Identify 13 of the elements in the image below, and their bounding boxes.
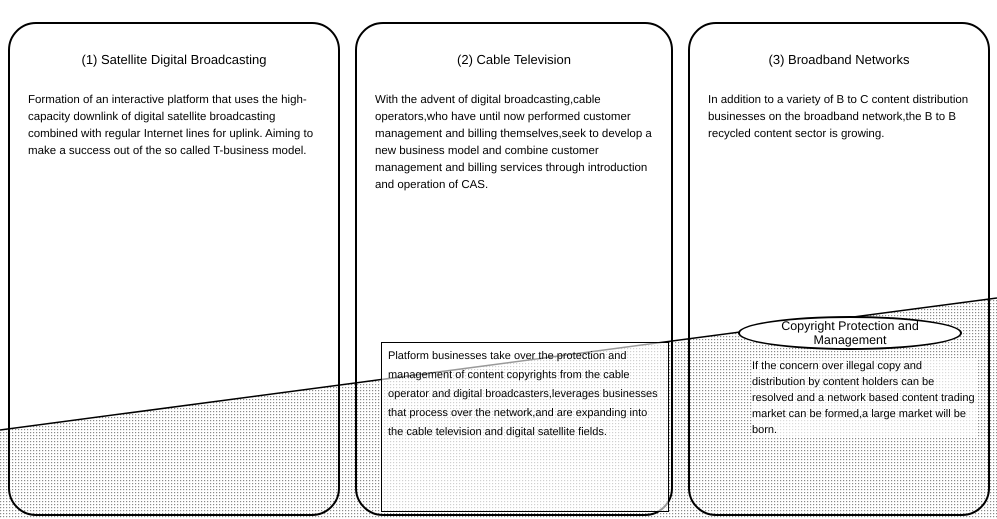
panel-heading: (2) Cable Television	[456, 51, 572, 69]
rounded-panel	[355, 22, 673, 516]
ellipse-text: Copyright Protection and Management	[780, 319, 920, 347]
rounded-panel	[8, 22, 340, 516]
note-box	[381, 342, 669, 512]
panel-description: In addition to a variety of B to C content distribution businesses on the broadband network,the B to B recycled content sector is growing.	[708, 93, 970, 142]
panel-heading: (1) Satellite Digital Broadcasting	[80, 51, 268, 69]
panel-description: With the advent of digital broadcasting,cable operators,who have until now performed customer management and billing themselves,seek to develop a new business model and combine customer management and billing services through introduction and operation of CAS.	[375, 93, 653, 193]
panel-description: Formation of an interactive platform that uses the high-capacity downlink of digital satellite broadcasting combined with regular Internet lines for uplink. Aiming to make a success out of the so called T-business model.	[28, 93, 314, 159]
rounded-panel	[688, 22, 990, 516]
panel-note: If the concern over illegal copy and distribution by content holders can be resolved and a network based content trading market can be formed,a large market will be born.	[752, 358, 978, 438]
note-text: Platform businesses take over the protection and management of content copyrights from the cable operator and digital broadcasters,leverages businesses that process over the network,and are expanding into the cable television and digital satellite fields.	[388, 349, 659, 440]
panel-heading: (3) Broadband Networks	[768, 51, 910, 69]
